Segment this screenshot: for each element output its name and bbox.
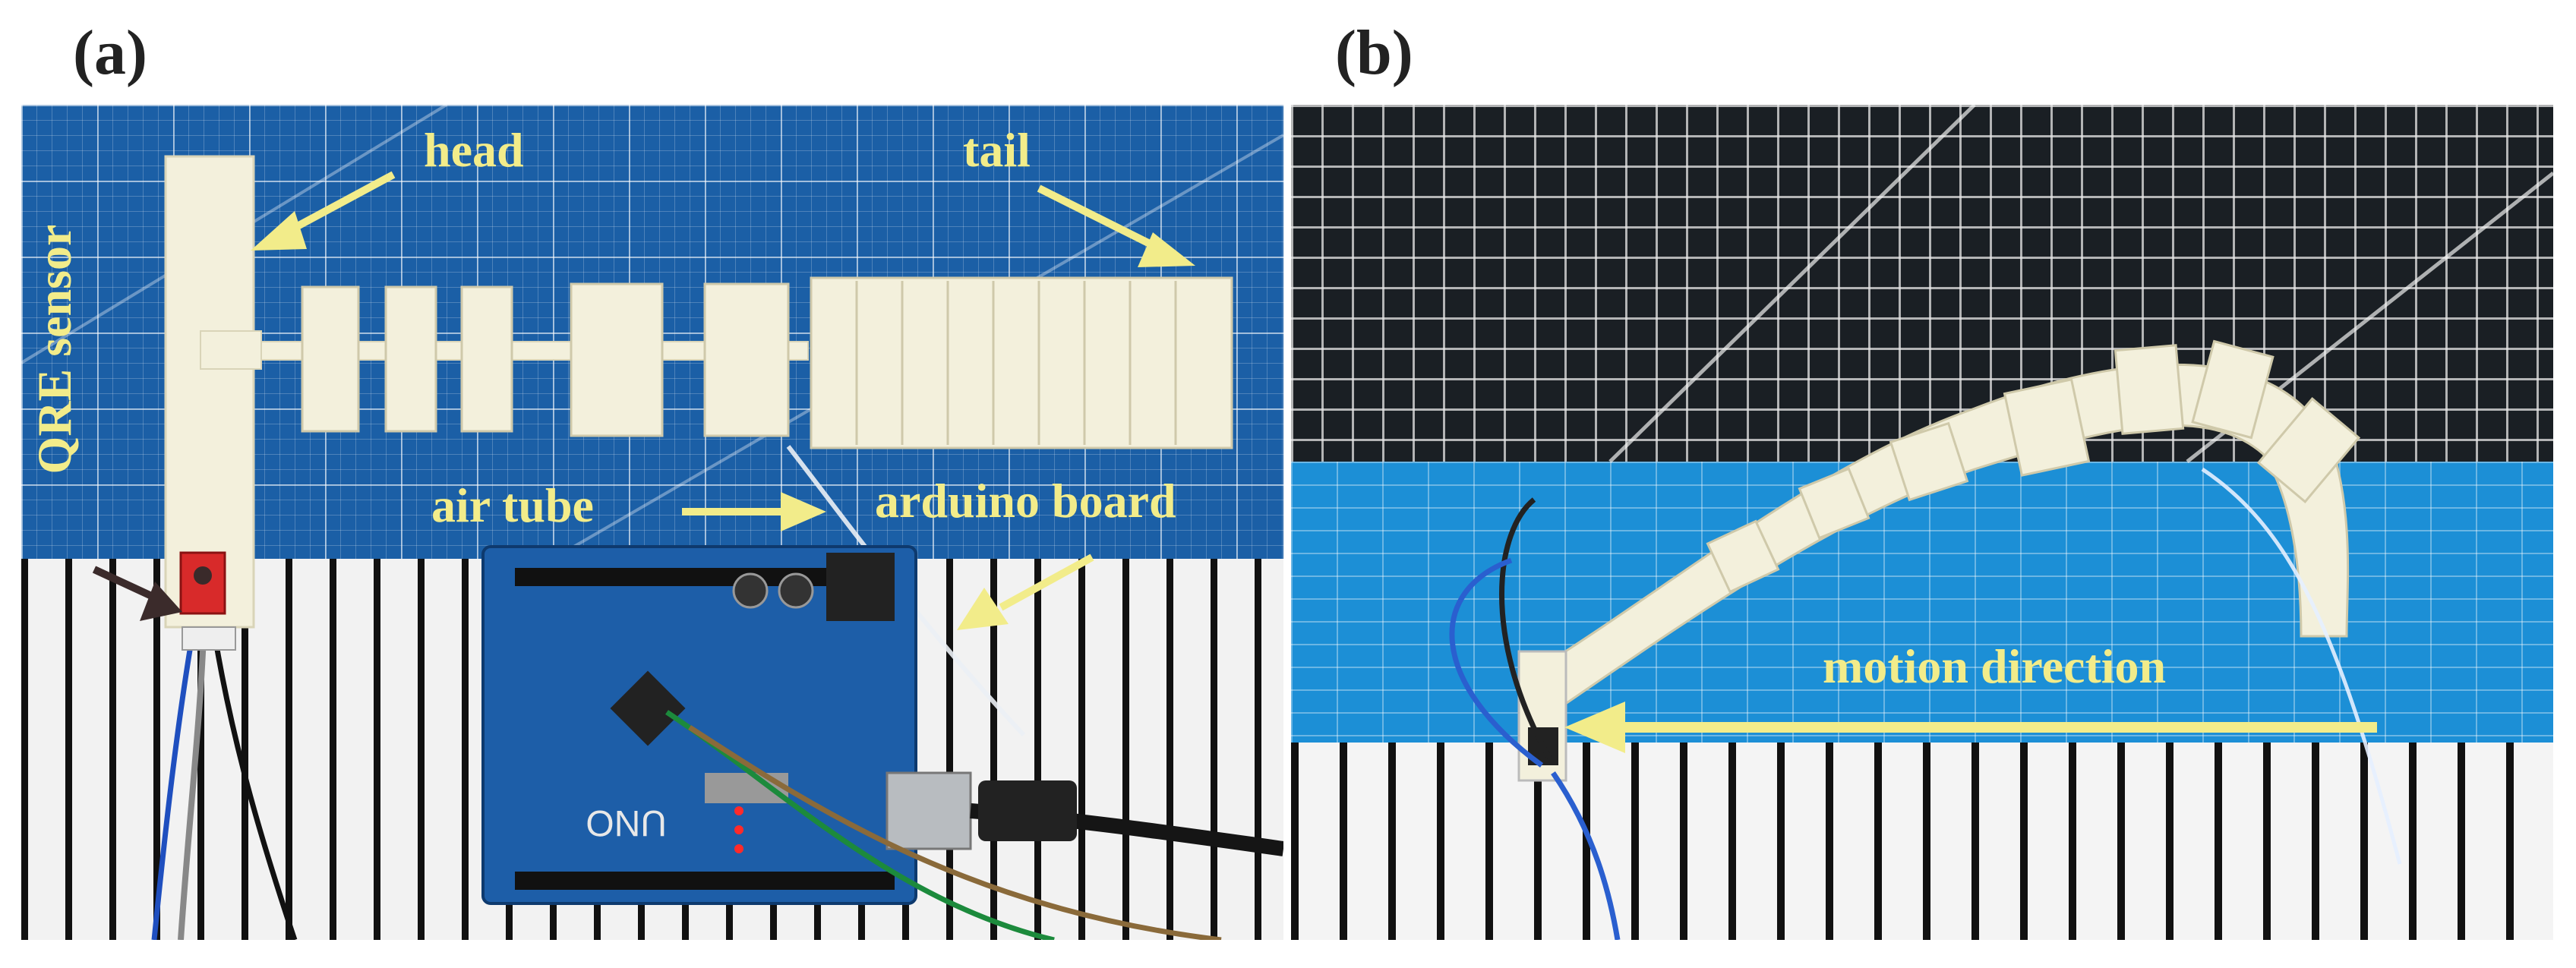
motion-direction-arrow bbox=[1564, 702, 2377, 753]
backdrop-grid bbox=[1291, 105, 2553, 462]
annotation-arrows bbox=[251, 171, 1195, 630]
panel-b-scene bbox=[1449, 105, 2553, 940]
panel-a-scene: UNO bbox=[21, 105, 1283, 940]
sensor-arrow bbox=[92, 566, 182, 621]
qre-sensor-annotation: QRE sensor bbox=[27, 224, 81, 475]
panel-a-photo: UNO head tail air tube arduino board QRE… bbox=[21, 105, 1283, 940]
striped-foreground bbox=[1291, 743, 2553, 940]
panel-a-label: (a) bbox=[73, 17, 147, 88]
head-annotation: head bbox=[424, 123, 524, 177]
panel-b-photo: motion direction bbox=[1291, 105, 2553, 940]
arched-robot bbox=[1539, 339, 2361, 707]
motion-direction-annotation: motion direction bbox=[1823, 639, 2167, 693]
board-uno-text: UNO bbox=[586, 802, 667, 843]
tail-annotation: tail bbox=[963, 123, 1031, 177]
arduino-board-annotation: arduino board bbox=[875, 474, 1176, 528]
panel-b-label: (b) bbox=[1335, 17, 1413, 88]
robot-head bbox=[164, 155, 255, 629]
robot-segments bbox=[301, 276, 1233, 449]
air-tube-annotation: air tube bbox=[431, 478, 594, 532]
